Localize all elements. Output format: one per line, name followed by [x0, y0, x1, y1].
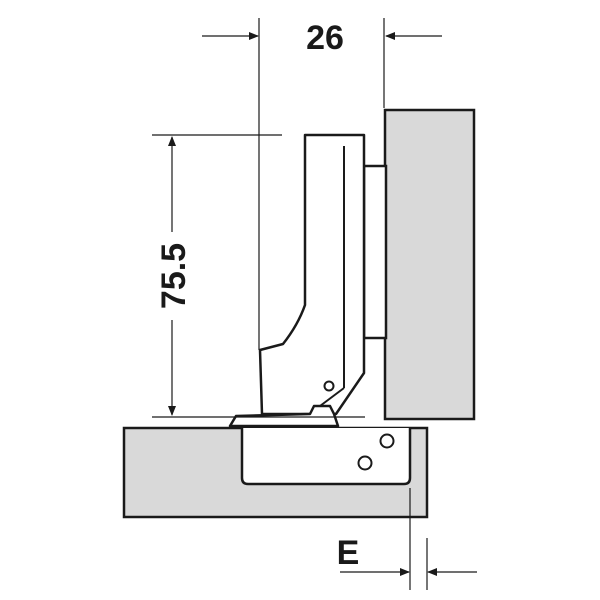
cup-screw-hole-2	[357, 455, 373, 471]
hinge-arm	[258, 133, 366, 416]
dim-e-label: E	[337, 534, 360, 572]
cup-screw-hole-1	[379, 433, 395, 449]
dim-75-label: 75.5	[155, 243, 193, 309]
hinge-cup	[240, 428, 412, 486]
dim-75-label-bg	[155, 232, 189, 320]
dim-26-label: 26	[306, 19, 344, 57]
hinge-pivot-hole	[323, 380, 335, 392]
door-panel	[383, 108, 476, 421]
hinge-arm-lower-edge	[319, 387, 345, 407]
hinge-cup-flange	[228, 404, 340, 428]
mounting-plate	[362, 164, 388, 340]
